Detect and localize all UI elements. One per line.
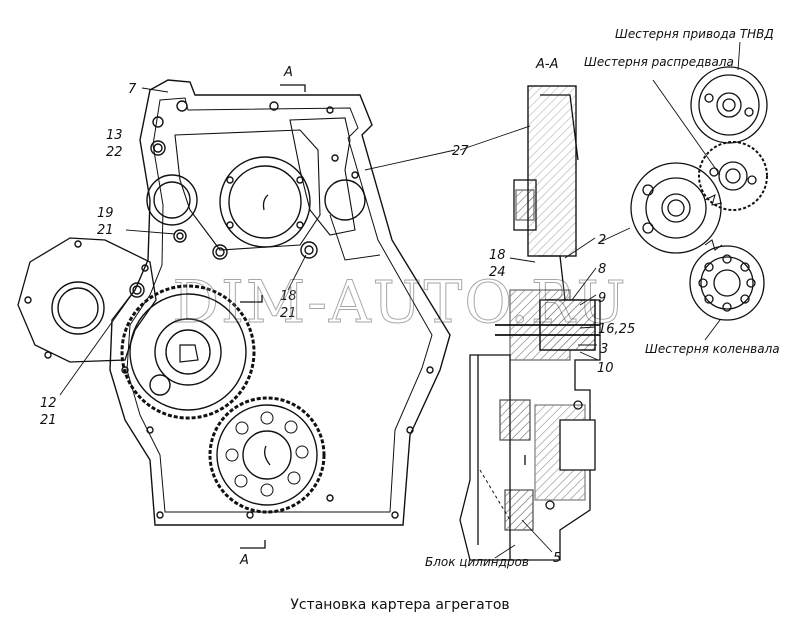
cut-mark-bottom: А <box>239 553 249 568</box>
crankshaft-drive-gear <box>120 284 256 420</box>
section-labels: А-А А А <box>239 57 558 568</box>
callout-21-upper: 21 <box>97 223 114 238</box>
callout-3: 3 <box>600 342 608 357</box>
section-a-a-title: А-А <box>535 57 558 72</box>
callout-21-middle: 21 <box>280 306 297 321</box>
callout-13: 13 <box>106 128 123 143</box>
section-view-a-a <box>459 85 601 561</box>
housing-bolt-holes <box>121 100 434 519</box>
watermark: DIM-AUTO.RU <box>172 268 628 337</box>
cut-mark-top: А <box>283 65 293 80</box>
crankshaft-gear-schematic <box>689 245 765 321</box>
callout-21-lower: 21 <box>40 413 57 428</box>
label-cylinder-block: Блок цилиндров <box>425 555 529 569</box>
callout-18-left: 18 <box>280 289 297 304</box>
tnvd-drive-gear <box>690 66 768 144</box>
callout-7: 7 <box>128 82 137 97</box>
callout-numbers: 7 13 22 19 21 12 21 18 21 27 18 24 2 8 9… <box>40 82 635 566</box>
callout-22: 22 <box>106 145 123 160</box>
callout-2: 2 <box>598 233 606 248</box>
label-crank-gear: Шестерня коленвала <box>645 342 780 356</box>
part-labels: Шестерня привода ТНВД Шестерня распредва… <box>425 27 780 569</box>
callout-10: 10 <box>597 361 614 376</box>
figure-caption: Установка картера агрегатов <box>290 597 510 613</box>
callout-5: 5 <box>553 551 561 566</box>
callout-19: 19 <box>97 206 114 221</box>
callout-16-25: 16,25 <box>598 322 635 337</box>
housing-front-view <box>17 79 451 549</box>
callout-9: 9 <box>598 291 606 306</box>
camshaft-gear-schematic <box>630 162 722 254</box>
label-tnvd-gear: Шестерня привода ТНВД <box>615 27 774 41</box>
callout-27: 27 <box>452 144 469 159</box>
callout-12: 12 <box>40 396 57 411</box>
gear-train-schematic <box>630 66 768 321</box>
idler-gear <box>208 396 326 514</box>
section-cut-marks <box>240 84 306 549</box>
callout-24: 24 <box>489 265 506 280</box>
callout-18-right: 18 <box>489 248 506 263</box>
leader-lines <box>59 41 741 559</box>
callout-8: 8 <box>598 262 606 277</box>
label-cam-gear: Шестерня распредвала <box>584 55 734 69</box>
idler-small-gear <box>698 141 768 211</box>
